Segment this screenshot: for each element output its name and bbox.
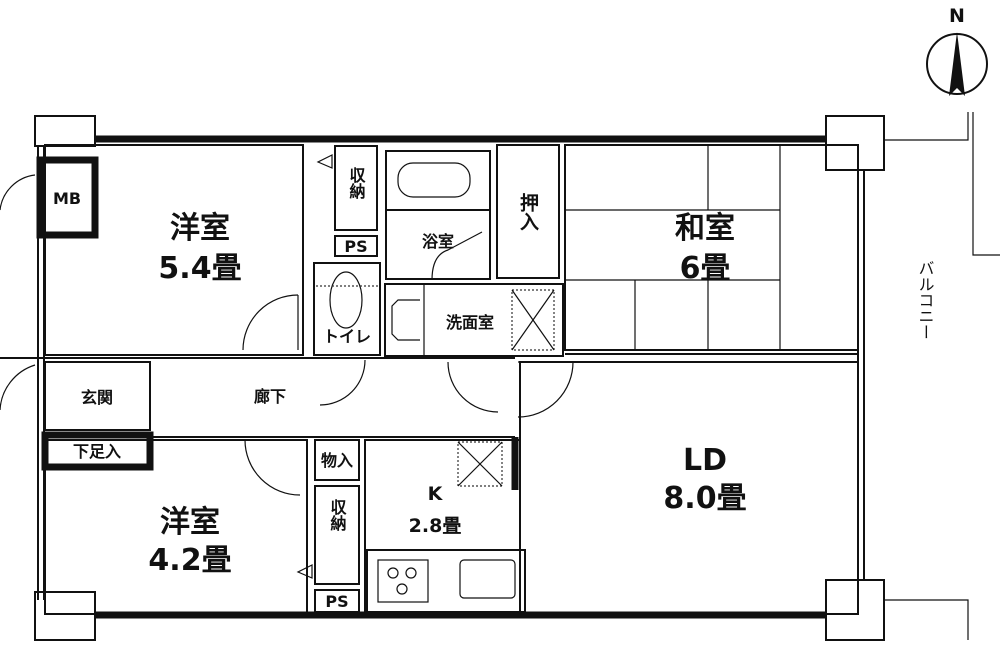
western-room-2-size: 4.2畳	[148, 543, 231, 578]
sink-icon	[459, 559, 516, 599]
japanese-room	[564, 144, 859, 351]
entrance-label: 玄関	[81, 388, 113, 407]
closet-top	[334, 145, 378, 231]
shoe-cabinet-label: 下足入	[73, 442, 121, 461]
closet-bottom-label: 収納	[328, 499, 347, 532]
western-room-1-size: 5.4畳	[158, 251, 241, 286]
ps-top-label: PS	[344, 237, 367, 256]
hallway-label: 廊下	[254, 387, 286, 406]
storage-label: 物入	[321, 451, 353, 470]
balcony-label: バルコニー	[916, 260, 935, 340]
toilet-label: トイレ	[323, 327, 371, 346]
kitchen-counter	[366, 549, 526, 613]
western-room-2	[44, 439, 308, 615]
mb-box	[36, 156, 99, 239]
north-arrow-icon	[949, 32, 965, 96]
japanese-room-size: 6畳	[680, 251, 731, 286]
western-room-1	[44, 144, 304, 356]
kitchen-name: K	[428, 483, 444, 505]
bathtub-icon	[397, 162, 471, 198]
entrance	[44, 361, 151, 431]
storage	[314, 439, 360, 481]
ld-name: LD	[683, 443, 727, 478]
bathroom	[385, 150, 491, 280]
toilet-room	[313, 262, 381, 356]
bath-label: 浴室	[422, 232, 454, 251]
washroom-label: 洗面室	[446, 313, 494, 332]
compass: N	[926, 5, 988, 96]
closet-top-label: 収納	[347, 167, 366, 200]
japanese-room-name: 和室	[675, 211, 735, 246]
ps-bottom-label: PS	[325, 592, 348, 611]
ps-bottom	[314, 589, 360, 613]
compass-north-label: N	[949, 5, 965, 27]
ps-top	[334, 235, 378, 257]
mb-label: MB	[53, 189, 81, 208]
ld-size: 8.0畳	[663, 481, 746, 516]
western-room-1-name: 洋室	[170, 211, 230, 246]
oshiire-label: 押入	[517, 192, 539, 231]
stove-icon	[377, 559, 429, 603]
kitchen-size: 2.8畳	[409, 515, 462, 537]
washroom	[384, 283, 564, 357]
living-dining	[519, 361, 859, 615]
oshiire	[496, 144, 560, 279]
closet-bottom	[314, 485, 360, 585]
western-room-2-name: 洋室	[160, 505, 220, 540]
